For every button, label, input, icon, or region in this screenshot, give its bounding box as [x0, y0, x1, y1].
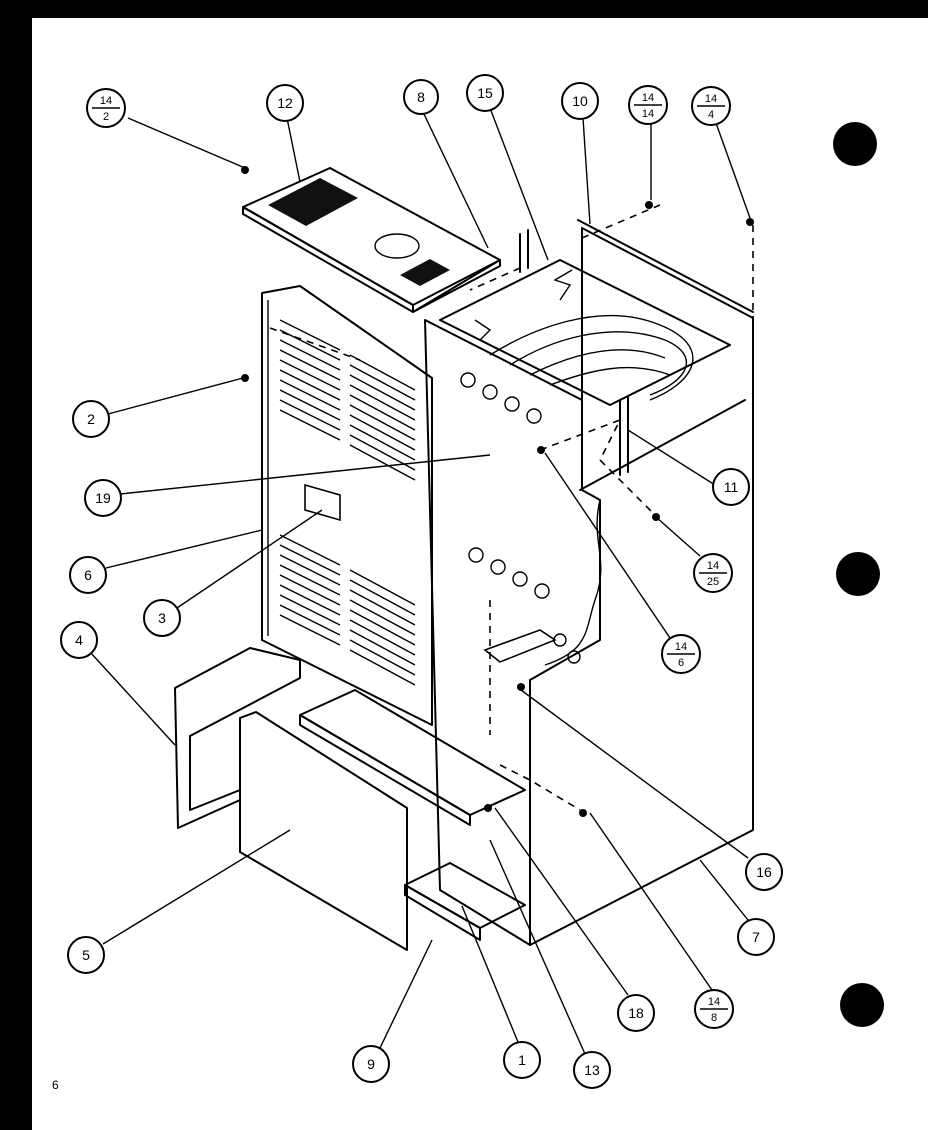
callout-11: 11 [712, 468, 750, 506]
callout-19: 19 [84, 479, 122, 517]
svg-text:7: 7 [752, 929, 760, 945]
callout-12: 12 [266, 84, 304, 122]
page-number: 6 [52, 1078, 59, 1092]
svg-text:14: 14 [642, 108, 654, 120]
callout-10: 10 [561, 82, 599, 120]
callout-13: 13 [573, 1051, 611, 1089]
callout-14-8: 148 [694, 989, 734, 1029]
svg-text:6: 6 [678, 657, 684, 669]
callout-2: 2 [72, 400, 110, 438]
callout-5: 5 [67, 936, 105, 974]
burner-ports-upper [460, 372, 542, 424]
registration-dot-top [833, 122, 877, 166]
callout-4: 4 [60, 621, 98, 659]
svg-text:25: 25 [707, 576, 719, 588]
hidden-lines [269, 204, 754, 811]
registration-dot-middle [836, 552, 880, 596]
callout-14-2: 142 [86, 88, 126, 128]
svg-text:2: 2 [103, 111, 109, 123]
callout-14-6: 146 [661, 634, 701, 674]
svg-text:4: 4 [708, 109, 714, 121]
callout-9: 9 [352, 1045, 390, 1083]
gasket-frame [174, 647, 301, 829]
svg-text:10: 10 [572, 93, 588, 109]
lower-door-panel [239, 711, 408, 951]
svg-text:3: 3 [158, 610, 166, 626]
callout-1: 1 [503, 1041, 541, 1079]
callout-14-4: 144 [691, 86, 731, 126]
callout-16: 16 [745, 853, 783, 891]
svg-text:18: 18 [628, 1005, 644, 1021]
callout-6: 6 [69, 556, 107, 594]
registration-dot-bottom [840, 983, 884, 1027]
svg-text:8: 8 [711, 1012, 717, 1024]
svg-text:12: 12 [277, 95, 293, 111]
svg-text:14: 14 [100, 95, 112, 107]
svg-text:13: 13 [584, 1062, 600, 1078]
svg-text:4: 4 [75, 632, 83, 648]
heat-exchanger [439, 259, 731, 406]
svg-text:14: 14 [707, 560, 719, 572]
corner-post [519, 229, 529, 273]
leader-lines [89, 107, 751, 1055]
svg-text:14: 14 [708, 996, 720, 1008]
svg-text:15: 15 [477, 85, 493, 101]
svg-text:2: 2 [87, 411, 95, 427]
svg-text:14: 14 [642, 92, 654, 104]
louvers-lower [279, 534, 416, 686]
svg-text:9: 9 [367, 1056, 375, 1072]
callout-18: 18 [617, 994, 655, 1032]
svg-text:14: 14 [675, 641, 687, 653]
bottom-tray [299, 629, 557, 941]
svg-text:8: 8 [417, 89, 425, 105]
svg-text:1: 1 [518, 1052, 526, 1068]
svg-text:11: 11 [724, 479, 739, 495]
front-panel-upper [261, 285, 433, 726]
callout-15: 15 [466, 74, 504, 112]
callout-8: 8 [403, 79, 439, 115]
svg-text:19: 19 [95, 490, 111, 506]
callout-3: 3 [143, 599, 181, 637]
svg-text:6: 6 [84, 567, 92, 583]
rating-label [304, 483, 341, 522]
callout-7: 7 [737, 918, 775, 956]
top-panel [242, 167, 501, 313]
svg-text:5: 5 [82, 947, 90, 963]
louvers-upper [279, 319, 416, 481]
screws [241, 166, 754, 817]
side-frame [577, 219, 754, 491]
svg-text:16: 16 [756, 864, 772, 880]
diagram-page [32, 18, 928, 1130]
burner-ports-lower [468, 547, 581, 664]
svg-text:14: 14 [705, 93, 717, 105]
